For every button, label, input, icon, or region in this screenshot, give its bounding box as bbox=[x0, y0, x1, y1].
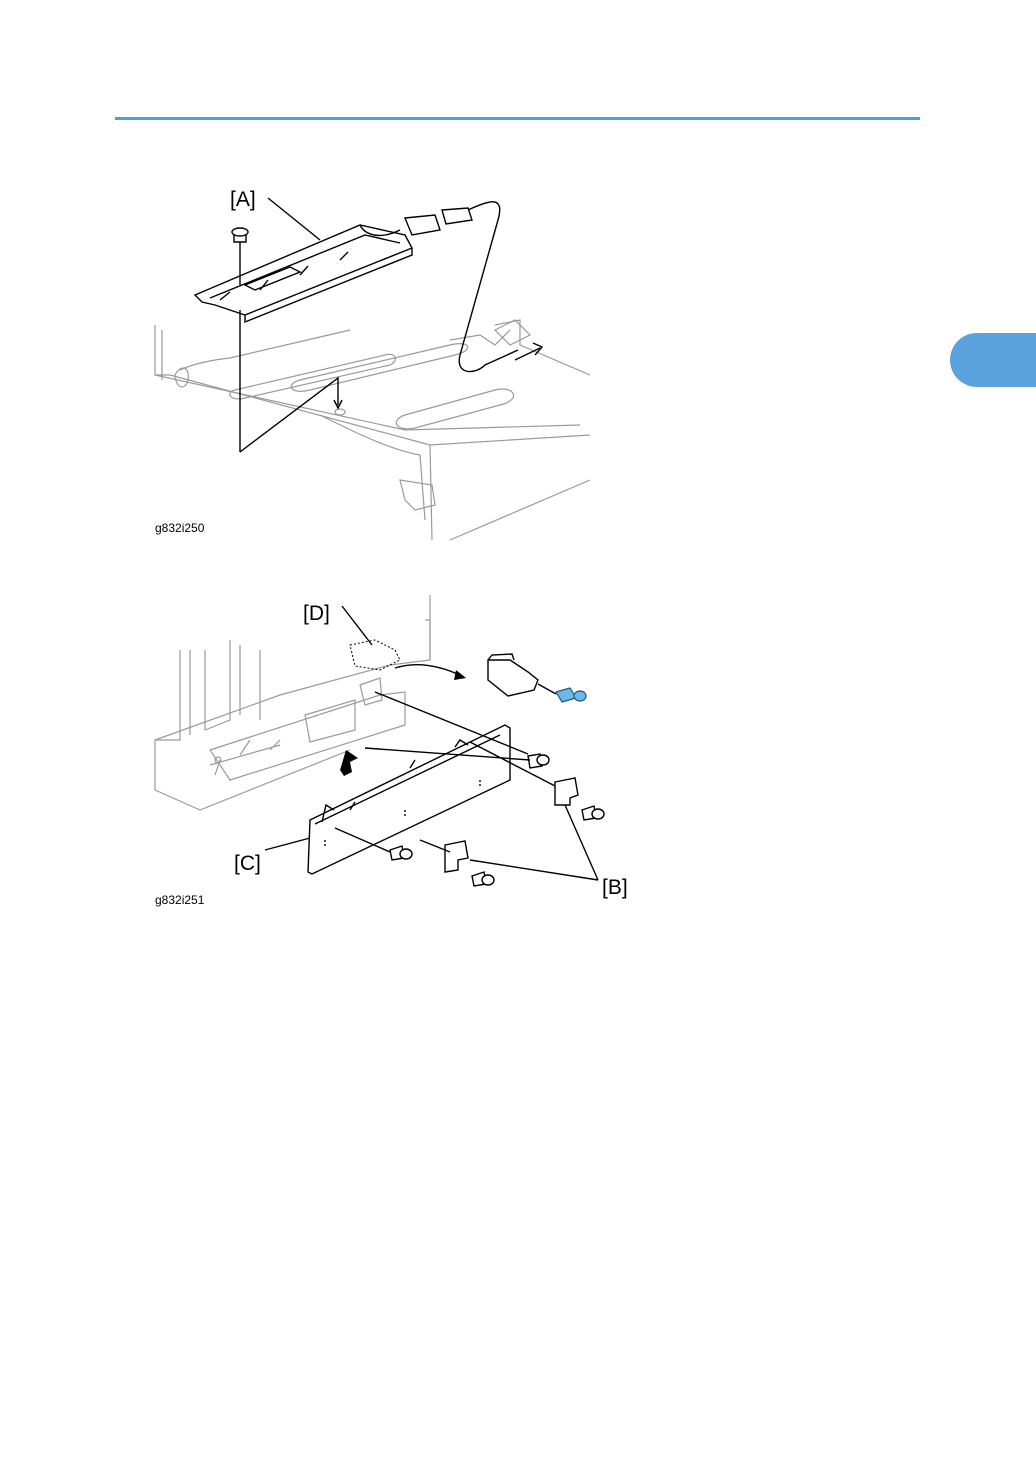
callout-d: [D] bbox=[303, 602, 330, 625]
callout-a: [A] bbox=[230, 188, 256, 211]
figure-id: g832i250 bbox=[155, 521, 204, 535]
figure-id: g832i251 bbox=[155, 893, 204, 907]
callout-b: [B] bbox=[602, 876, 628, 899]
figure-cover-removal-drawing: [D] [C] [B] bbox=[150, 590, 640, 910]
figure-cover-removal: [D] [C] [B] bbox=[150, 590, 640, 910]
chapter-tab bbox=[950, 333, 1036, 387]
header-rule bbox=[115, 117, 920, 120]
figure-board-install-drawing: [A] bbox=[150, 180, 590, 545]
callout-c: [C] bbox=[234, 852, 261, 875]
figure-board-install: [A] bbox=[150, 180, 590, 545]
